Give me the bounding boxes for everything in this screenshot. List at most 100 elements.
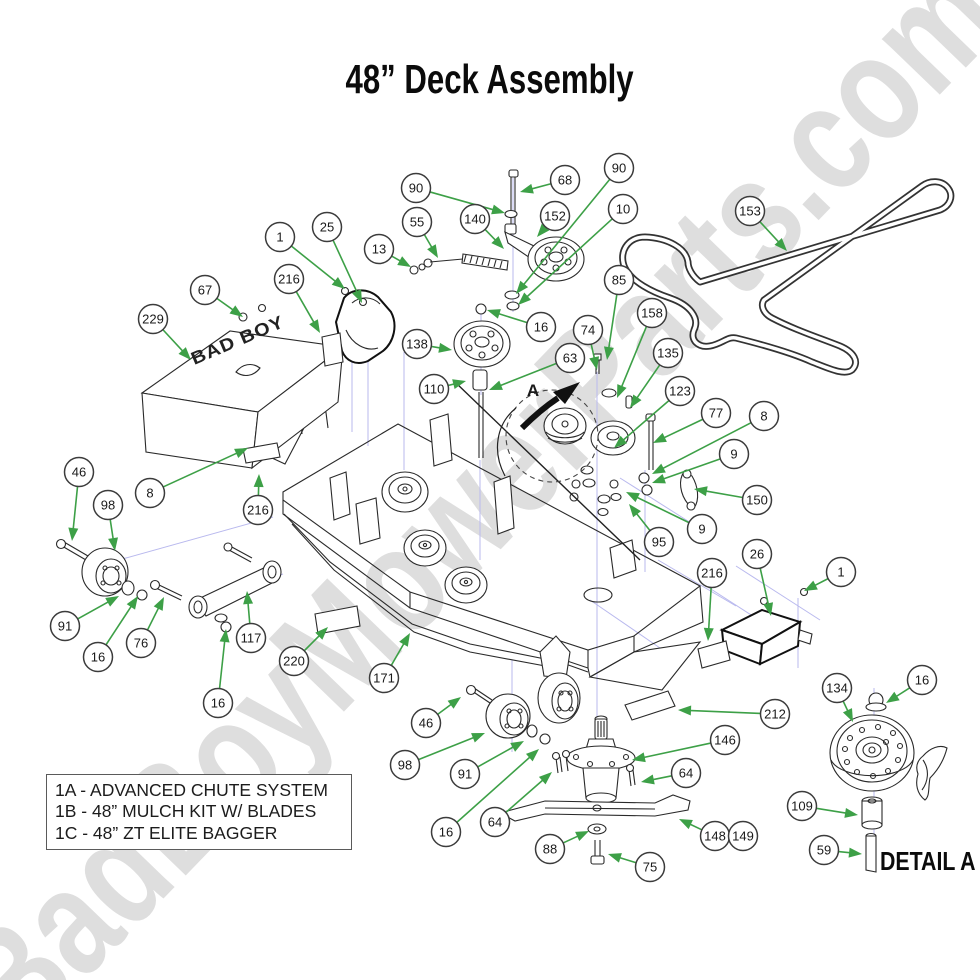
callout-64[interactable]: 64 xyxy=(479,806,511,838)
callout-25[interactable]: 25 xyxy=(311,211,343,243)
nut xyxy=(475,303,487,315)
callout-74[interactable]: 74 xyxy=(572,314,604,346)
callout-98[interactable]: 98 xyxy=(92,489,124,521)
callout-212[interactable]: 212 xyxy=(759,698,791,730)
callout-152[interactable]: 152 xyxy=(539,200,571,232)
callout-123[interactable]: 123 xyxy=(664,375,696,407)
leader-line-212 xyxy=(687,709,761,715)
arrowhead-icon xyxy=(844,808,858,818)
svg-text:138: 138 xyxy=(406,336,428,351)
leader-line-85 xyxy=(607,294,618,351)
callout-77[interactable]: 77 xyxy=(700,397,732,429)
callout-148[interactable]: 148 xyxy=(699,820,731,852)
leader-line-16 xyxy=(893,687,911,699)
callout-153[interactable]: 153 xyxy=(734,195,766,227)
callout-98[interactable]: 98 xyxy=(389,749,421,781)
callout-146[interactable]: 146 xyxy=(709,724,741,756)
callout-135[interactable]: 135 xyxy=(652,337,684,369)
callout-134[interactable]: 134 xyxy=(821,672,853,704)
callout-16[interactable]: 16 xyxy=(430,816,462,848)
callout-68[interactable]: 68 xyxy=(549,164,581,196)
tension-spring xyxy=(461,253,509,271)
bolt-68 xyxy=(508,169,519,178)
callout-16[interactable]: 16 xyxy=(202,687,234,719)
svg-text:91: 91 xyxy=(458,766,472,781)
arrowhead-icon xyxy=(626,492,640,503)
svg-text:55: 55 xyxy=(410,214,424,229)
detail-a-pulley xyxy=(829,714,915,792)
callout-1[interactable]: 1 xyxy=(264,221,296,253)
callout-138[interactable]: 138 xyxy=(401,328,433,360)
callout-90[interactable]: 90 xyxy=(400,172,432,204)
callout-216[interactable]: 216 xyxy=(242,494,274,526)
arrowhead-icon xyxy=(331,276,345,289)
arrowhead-icon xyxy=(679,819,693,830)
callout-149[interactable]: 149 xyxy=(727,820,759,852)
callout-91[interactable]: 91 xyxy=(449,758,481,790)
arrowhead-icon xyxy=(652,473,666,484)
callout-109[interactable]: 109 xyxy=(786,790,818,822)
callout-55[interactable]: 55 xyxy=(401,206,433,238)
washer xyxy=(504,209,518,219)
callout-9[interactable]: 9 xyxy=(686,513,718,545)
leader-line-67 xyxy=(216,297,236,312)
callout-8[interactable]: 8 xyxy=(134,477,166,509)
callout-10[interactable]: 10 xyxy=(607,193,639,225)
svg-text:75: 75 xyxy=(643,859,657,874)
callout-229[interactable]: 229 xyxy=(137,303,169,335)
svg-text:46: 46 xyxy=(72,464,86,479)
svg-text:1: 1 xyxy=(276,229,283,244)
arrowhead-icon xyxy=(629,504,641,518)
callout-117[interactable]: 117 xyxy=(235,622,267,654)
callout-9[interactable]: 9 xyxy=(718,438,750,470)
callout-140[interactable]: 140 xyxy=(459,203,491,235)
callout-110[interactable]: 110 xyxy=(418,373,450,405)
callout-16[interactable]: 16 xyxy=(906,664,938,696)
callout-90[interactable]: 90 xyxy=(603,152,635,184)
spacer-140 xyxy=(504,223,517,235)
callout-91[interactable]: 91 xyxy=(49,610,81,642)
callout-16[interactable]: 16 xyxy=(82,641,114,673)
pulley-mount-bracket xyxy=(429,413,453,467)
callout-75[interactable]: 75 xyxy=(634,851,666,883)
svg-text:77: 77 xyxy=(709,405,723,420)
leader-line-88 xyxy=(562,834,581,844)
arrowhead-icon xyxy=(842,708,853,722)
callout-88[interactable]: 88 xyxy=(534,833,566,865)
svg-text:216: 216 xyxy=(247,502,269,517)
arrowhead-icon xyxy=(518,292,531,305)
callout-16[interactable]: 16 xyxy=(525,311,557,343)
callout-220[interactable]: 220 xyxy=(278,645,310,677)
callout-59[interactable]: 59 xyxy=(808,834,840,866)
callout-150[interactable]: 150 xyxy=(741,484,773,516)
spindle-pulley xyxy=(381,471,429,513)
callout-46[interactable]: 46 xyxy=(63,456,95,488)
legend-item-0: 1A - ADVANCED CHUTE SYSTEM xyxy=(55,780,328,800)
callout-158[interactable]: 158 xyxy=(636,297,668,329)
arrowhead-icon xyxy=(589,356,600,370)
svg-text:135: 135 xyxy=(657,345,679,360)
callout-13[interactable]: 13 xyxy=(363,233,395,265)
callout-26[interactable]: 26 xyxy=(741,538,773,570)
callout-85[interactable]: 85 xyxy=(603,264,635,296)
arrowhead-icon xyxy=(178,347,191,360)
callout-216[interactable]: 216 xyxy=(273,263,305,295)
arrowhead-icon xyxy=(678,705,692,716)
callout-67[interactable]: 67 xyxy=(189,274,221,306)
callout-76[interactable]: 76 xyxy=(125,627,157,659)
callout-1[interactable]: 1 xyxy=(825,556,857,588)
svg-text:216: 216 xyxy=(701,565,723,580)
svg-text:26: 26 xyxy=(750,546,764,561)
callout-95[interactable]: 95 xyxy=(643,526,675,558)
callout-46[interactable]: 46 xyxy=(410,707,442,739)
callout-171[interactable]: 171 xyxy=(368,662,400,694)
callout-8[interactable]: 8 xyxy=(748,400,780,432)
svg-text:90: 90 xyxy=(612,160,626,175)
leader-line-98 xyxy=(418,735,477,761)
callout-64[interactable]: 64 xyxy=(670,757,702,789)
callout-216[interactable]: 216 xyxy=(696,557,728,589)
callout-63[interactable]: 63 xyxy=(554,342,586,374)
spindle-assembly xyxy=(498,715,691,865)
